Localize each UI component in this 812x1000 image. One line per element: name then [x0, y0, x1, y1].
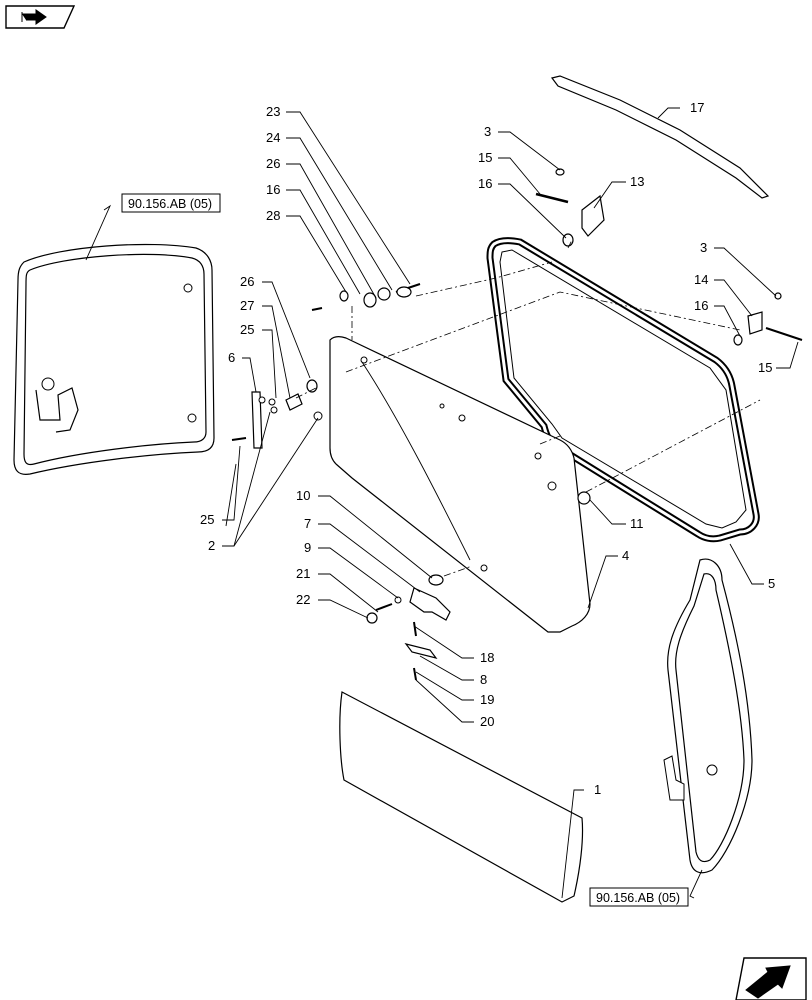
callout-10: 10 — [296, 488, 310, 503]
callout-11: 11 — [630, 516, 644, 531]
callout-27: 27 — [240, 298, 254, 313]
callout-4: 4 — [622, 548, 629, 563]
callout-21: 21 — [296, 566, 310, 581]
callout-26-top: 26 — [266, 156, 280, 171]
right-door-glass — [663, 558, 753, 874]
callout-5: 5 — [768, 576, 775, 591]
callout-25-bottom: 25 — [200, 512, 214, 527]
callout-20: 20 — [480, 714, 494, 729]
alignment-lines — [295, 239, 761, 577]
callout-16-right: 16 — [694, 298, 708, 313]
callout-15-top: 15 — [478, 150, 492, 165]
forward-arrow-icon[interactable] — [735, 957, 807, 1000]
hardware-parts — [231, 168, 803, 681]
callout-16-left: 16 — [266, 182, 280, 197]
callout-17: 17 — [690, 100, 704, 115]
callout-3-top: 3 — [484, 124, 491, 139]
callout-2: 2 — [208, 538, 215, 553]
callout-7: 7 — [304, 516, 311, 531]
reference-bottom-right[interactable]: 90.156.AB (05) — [589, 887, 689, 907]
leader-lines — [85, 107, 799, 899]
callout-16-top: 16 — [478, 176, 492, 191]
callout-14: 14 — [694, 272, 708, 287]
callout-25-top: 25 — [240, 322, 254, 337]
callout-26-mid: 26 — [240, 274, 254, 289]
callout-15-right: 15 — [758, 360, 772, 375]
top-seal-strip — [550, 75, 770, 199]
callout-9: 9 — [304, 540, 311, 555]
reference-bottom-right-text: 90.156.AB (05) — [596, 891, 680, 905]
callout-6: 6 — [228, 350, 235, 365]
callout-18: 18 — [480, 650, 494, 665]
callout-22: 22 — [296, 592, 310, 607]
back-arrow-icon[interactable] — [5, 5, 76, 29]
callout-13: 13 — [630, 174, 644, 189]
reference-left-text: 90.156.AB (05) — [128, 197, 212, 211]
lower-panel — [339, 691, 584, 903]
callout-24: 24 — [266, 130, 280, 145]
callout-3-right: 3 — [700, 240, 707, 255]
callout-28: 28 — [266, 208, 280, 223]
callout-23: 23 — [266, 104, 280, 119]
window-seal — [486, 237, 760, 543]
callout-19: 19 — [480, 692, 494, 707]
callouts: 23 24 26 16 28 26 27 25 6 25 2 3 15 16 1… — [200, 100, 775, 797]
callout-8: 8 — [480, 672, 487, 687]
left-door-glass — [13, 243, 215, 475]
rear-glass-panel — [329, 336, 591, 633]
callout-1: 1 — [594, 782, 601, 797]
reference-left[interactable]: 90.156.AB (05) — [121, 193, 221, 213]
